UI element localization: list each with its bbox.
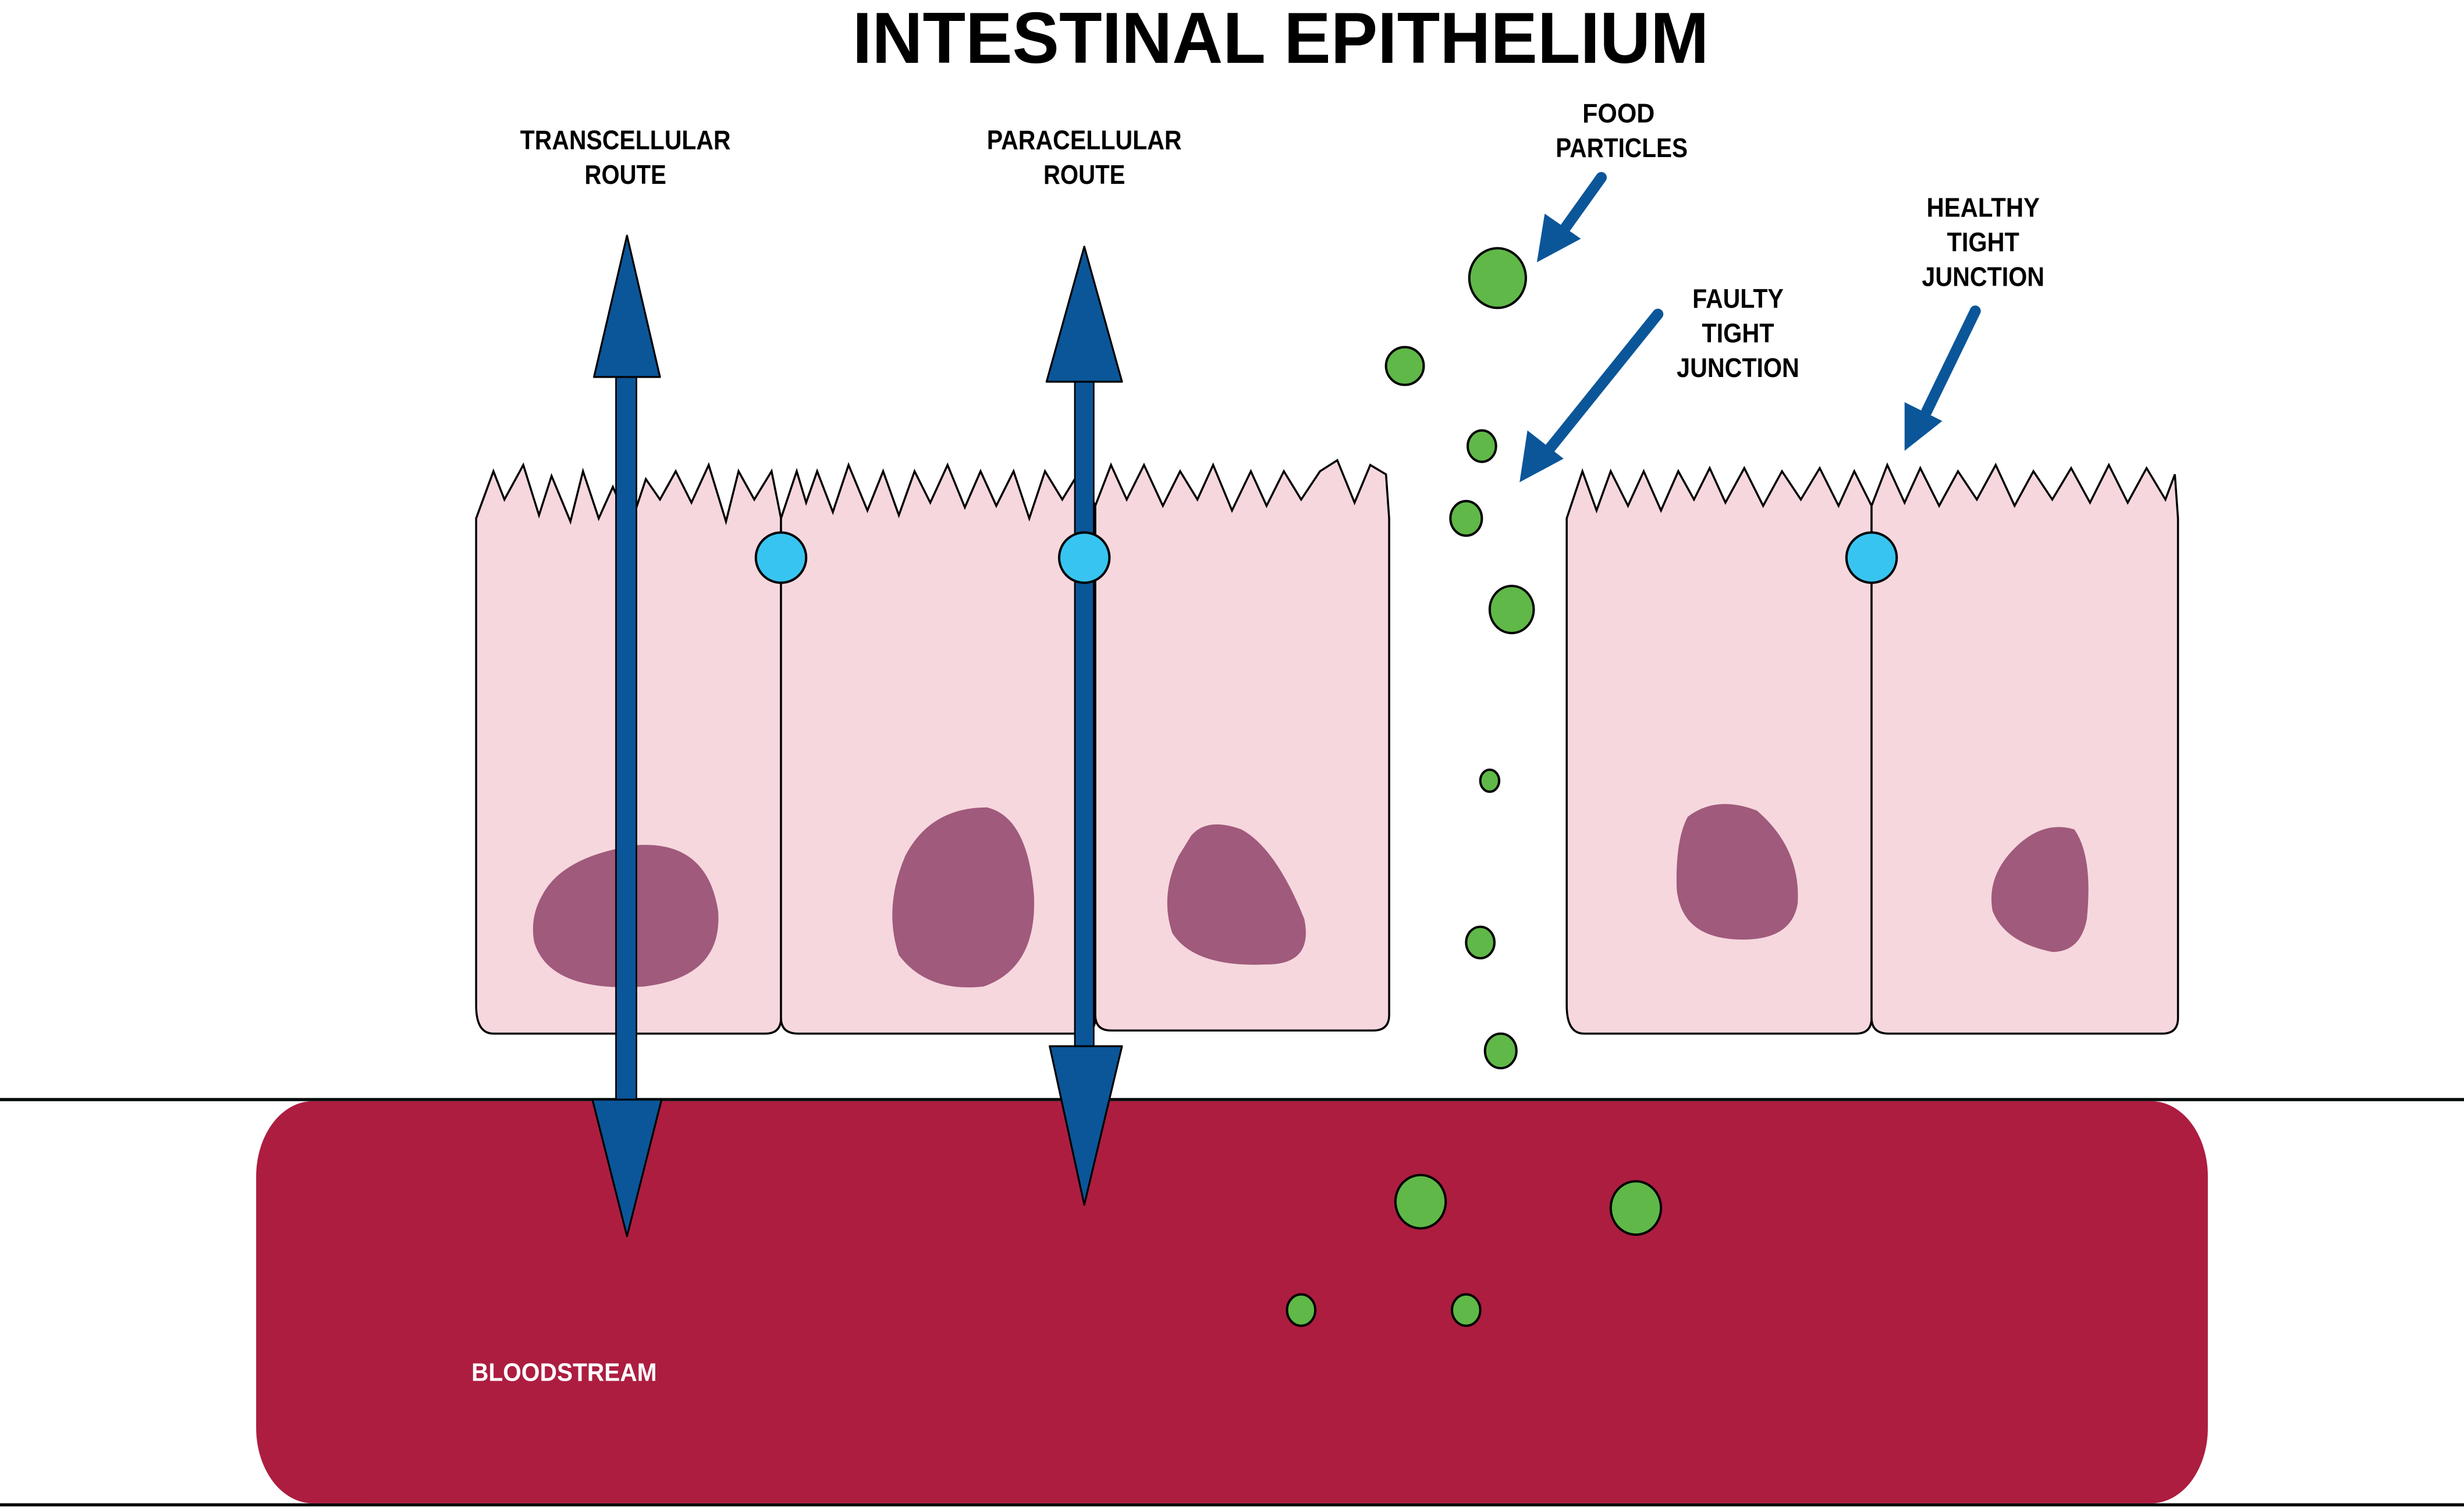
label-line: ROUTE <box>584 159 666 190</box>
food-particle <box>1468 247 1527 310</box>
food-particle <box>1451 1293 1482 1327</box>
food-particle <box>1488 585 1535 635</box>
tight-junction-healthy <box>1057 531 1111 584</box>
nucleus <box>892 807 1035 988</box>
faulty-junction-pointer-arrow-icon <box>1519 308 1664 482</box>
label-paracellular-route: PARACELLULAR ROUTE <box>987 125 1182 190</box>
food-particle <box>1384 346 1425 386</box>
nucleus <box>1676 803 1798 940</box>
food-particle <box>1467 429 1497 463</box>
label-food-particles: FOOD PARTICLES <box>1556 98 1688 163</box>
food-particle <box>1465 925 1496 960</box>
food-particle <box>1479 768 1501 793</box>
food-particle <box>1483 1032 1518 1070</box>
label-line: ROUTE <box>1043 159 1125 190</box>
label-line: TIGHT <box>1702 318 1774 348</box>
epithelial-cell <box>1565 465 1873 1035</box>
label-line: JUNCTION <box>1677 353 1799 383</box>
food-particle <box>1609 1180 1663 1236</box>
epithelial-cell <box>1094 458 1390 1032</box>
food-particles-pointer-arrow-icon <box>1536 172 1607 262</box>
nucleus <box>1991 827 2089 952</box>
label-faulty-tight-junction: FAULTY TIGHT JUNCTION <box>1677 283 1799 383</box>
bloodstream-label: BLOODSTREAM <box>471 1358 657 1386</box>
label-line: PARACELLULAR <box>987 125 1182 155</box>
food-particle <box>1449 500 1483 537</box>
label-line: TIGHT <box>1947 227 2019 257</box>
food-particle <box>1286 1293 1317 1327</box>
label-line: HEALTHY <box>1927 193 2040 223</box>
label-line: PARTICLES <box>1556 133 1688 163</box>
tight-junction-healthy <box>1845 531 1898 584</box>
label-healthy-tight-junction: HEALTHY TIGHT JUNCTION <box>1922 193 2044 292</box>
bloodstream-vessel <box>256 1101 2208 1503</box>
label-line: TRANSCELLULAR <box>520 125 731 155</box>
food-particle <box>1394 1173 1447 1230</box>
label-transcellular-route: TRANSCELLULAR ROUTE <box>520 125 731 190</box>
paracellular-route-arrow-icon <box>1045 246 1123 1206</box>
diagram-title: INTESTINAL EPITHELIUM <box>853 0 1709 79</box>
transcellular-route-arrow-icon <box>591 234 663 1237</box>
tight-junction-healthy <box>754 531 808 584</box>
epithelial-cell <box>780 462 1096 1035</box>
label-line: FAULTY <box>1692 283 1784 314</box>
food-particles <box>1286 247 1663 1327</box>
epithelial-cell <box>1870 462 2179 1035</box>
label-line: FOOD <box>1582 98 1654 129</box>
label-line: JUNCTION <box>1922 261 2044 291</box>
nucleus <box>1167 824 1306 965</box>
healthy-junction-pointer-arrow-icon <box>1904 305 1981 451</box>
